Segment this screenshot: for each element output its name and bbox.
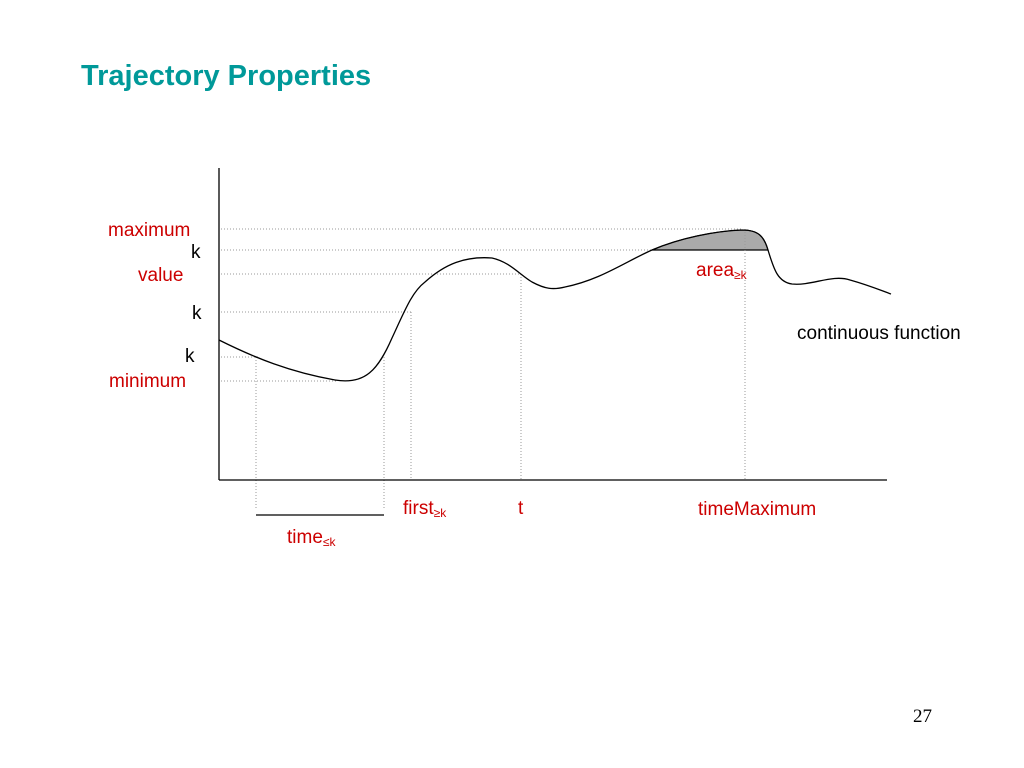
slide-title: Trajectory Properties bbox=[81, 60, 372, 92]
page-number: 27 bbox=[913, 706, 932, 727]
area-ge-k-main: area bbox=[696, 260, 734, 281]
first-ge-k-main: first bbox=[403, 498, 434, 519]
first-ge-k-label: first≥k bbox=[403, 498, 447, 520]
k-middle-label: k bbox=[192, 303, 202, 324]
minimum-label: minimum bbox=[109, 371, 186, 392]
first-ge-k-subscript: ≥k bbox=[434, 506, 448, 520]
area-ge-k-subscript: ≥k bbox=[734, 268, 748, 282]
time-le-k-main: time bbox=[287, 527, 323, 548]
time-le-k-label: time≤k bbox=[287, 527, 336, 549]
continuous-function-curve bbox=[218, 229, 892, 382]
continuous-function-label: continuous function bbox=[797, 323, 961, 344]
time-le-k-subscript: ≤k bbox=[323, 535, 337, 549]
k-upper-label: k bbox=[191, 242, 201, 263]
area-ge-k-label: area≥k bbox=[696, 260, 748, 282]
value-label: value bbox=[138, 265, 183, 286]
t-label: t bbox=[518, 498, 524, 519]
time-maximum-label: timeMaximum bbox=[698, 499, 816, 520]
k-lower-label: k bbox=[185, 346, 195, 367]
maximum-label: maximum bbox=[108, 220, 190, 241]
